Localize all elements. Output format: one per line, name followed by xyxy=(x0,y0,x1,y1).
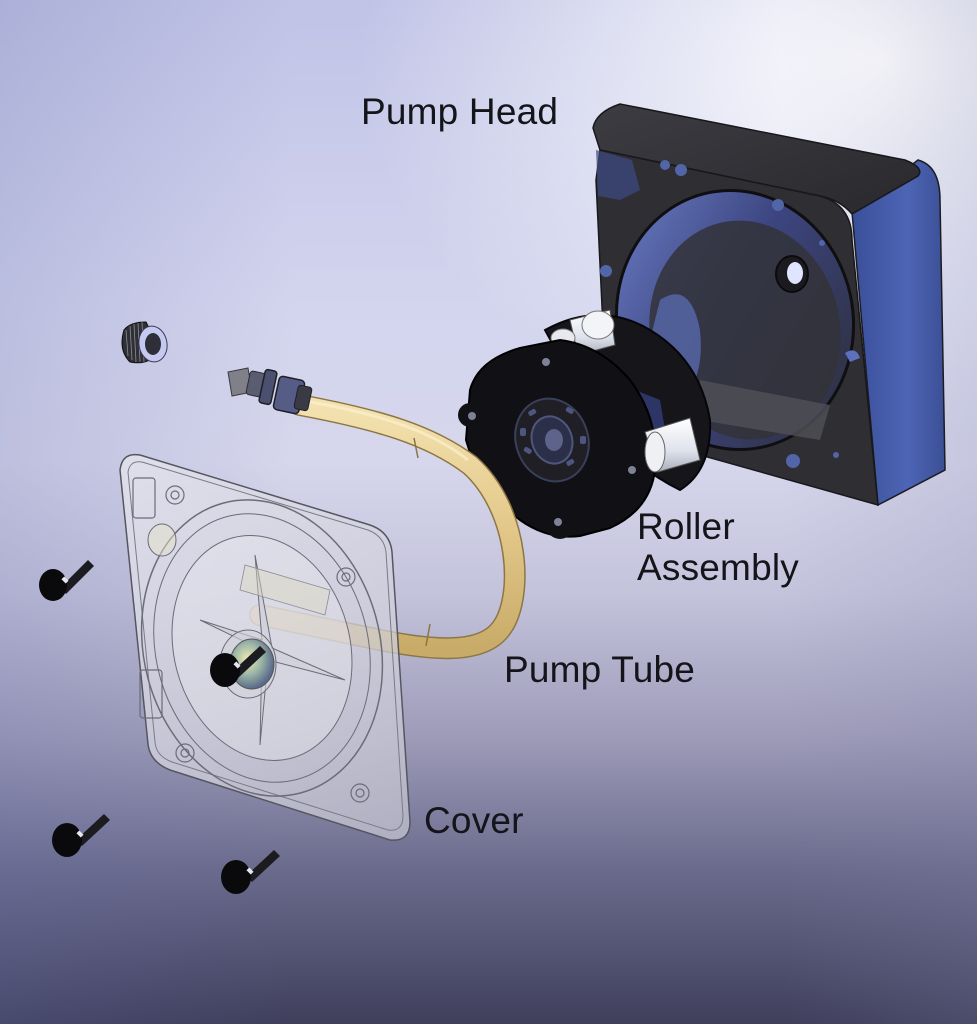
thumb-screw-part-2 xyxy=(210,646,266,687)
thumb-screw-part-3 xyxy=(52,814,110,857)
thumb-screw-part-1 xyxy=(39,560,94,601)
cover-part xyxy=(119,453,411,841)
pump-tube-part xyxy=(249,394,526,660)
label-pump-tube: Pump Tube xyxy=(504,649,696,690)
roller-assembly-part xyxy=(458,309,712,539)
knurled-nut-part xyxy=(121,321,168,364)
thumb-screw-part-4 xyxy=(221,850,280,894)
tube-fitting-part xyxy=(227,367,313,415)
label-cover: Cover xyxy=(424,800,524,841)
label-pump-head: Pump Head xyxy=(361,91,559,132)
label-roller-assembly: Roller Assembly xyxy=(637,506,799,588)
